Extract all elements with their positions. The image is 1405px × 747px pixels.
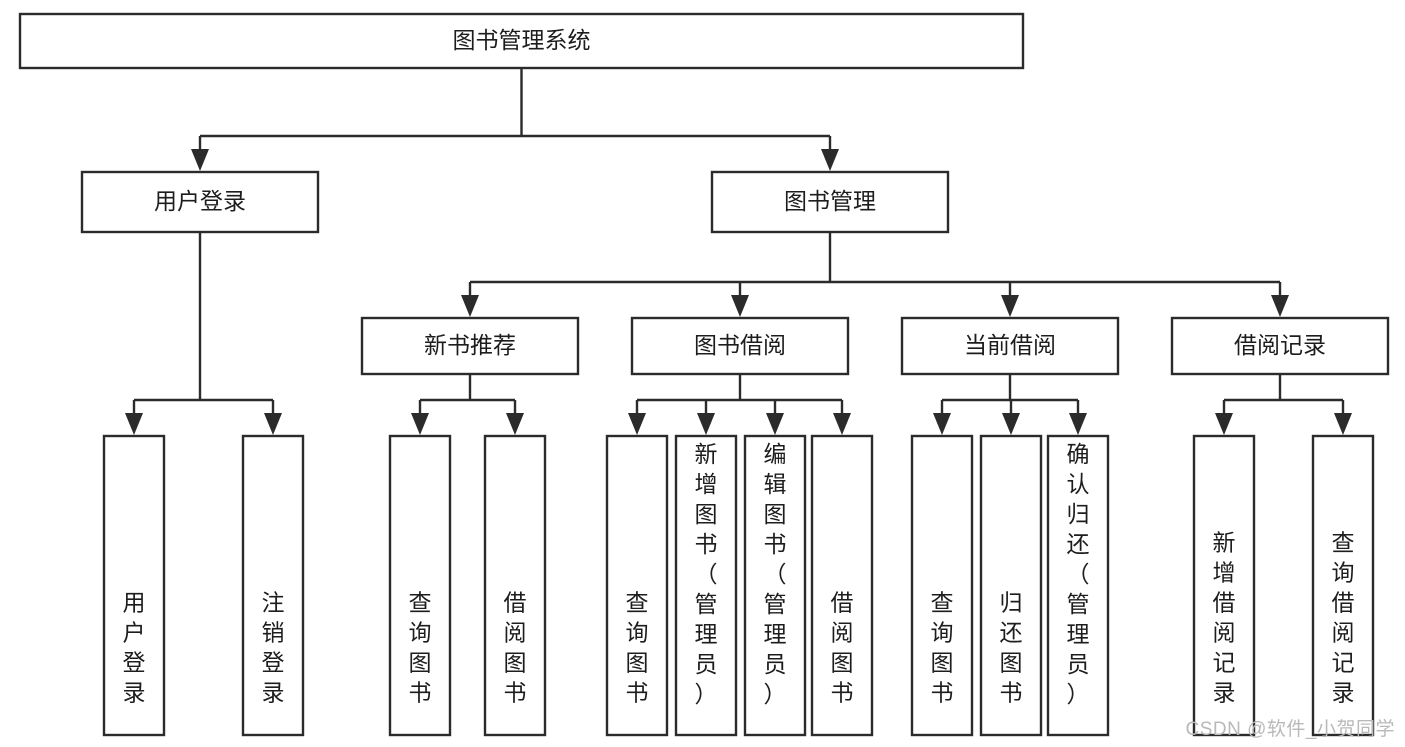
node-box-borrow-record <box>1170 316 1390 376</box>
node-box-leaf-user-logout <box>241 434 305 737</box>
arrow-head-icon <box>461 295 479 317</box>
node-label-leaf-query-book-current: 查询图书 <box>931 589 954 705</box>
arrow-head-icon <box>264 413 282 435</box>
node-box-leaf-return-book <box>979 434 1043 737</box>
node-new-book-rec[interactable]: 新书推荐 <box>360 316 580 376</box>
arrow-head-icon <box>1334 413 1352 435</box>
node-leaf-add-book[interactable]: 新增图书（管理员） <box>674 434 738 737</box>
arrow-head-icon <box>125 413 143 435</box>
node-leaf-borrow-book[interactable]: 借阅图书 <box>810 434 874 737</box>
edge-group-book-manage <box>461 232 1289 317</box>
arrow-head-icon <box>821 149 839 171</box>
node-box-new-book-rec <box>360 316 580 376</box>
node-box-leaf-user-login <box>102 434 166 737</box>
node-box-leaf-query-record <box>1311 434 1375 737</box>
arrow-head-icon <box>833 413 851 435</box>
node-root[interactable]: 图书管理系统 <box>18 12 1025 70</box>
node-box-leaf-query-book-borrow <box>605 434 669 737</box>
node-label-root: 图书管理系统 <box>453 27 591 53</box>
node-box-leaf-query-book-current <box>910 434 974 737</box>
arrow-head-icon <box>766 413 784 435</box>
node-label-leaf-confirm-return: 确认归还（管理员） <box>1067 441 1090 707</box>
node-box-leaf-add-record <box>1192 434 1256 737</box>
arrow-head-icon <box>697 413 715 435</box>
node-label-borrow-record: 借阅记录 <box>1234 332 1326 358</box>
node-leaf-edit-book[interactable]: 编辑图书（管理员） <box>743 434 807 737</box>
node-label-leaf-query-book-rec: 查询图书 <box>409 589 432 705</box>
arrow-head-icon <box>1271 295 1289 317</box>
node-leaf-user-login[interactable]: 用户登录 <box>102 434 166 737</box>
edge-group-book-borrow <box>628 374 851 435</box>
node-label-new-book-rec: 新书推荐 <box>424 332 516 358</box>
arrow-head-icon <box>1069 413 1087 435</box>
node-box-leaf-query-book-rec <box>388 434 452 737</box>
nodes-layer: 图书管理系统用户登录图书管理新书推荐图书借阅当前借阅借阅记录用户登录注销登录查询… <box>18 12 1390 737</box>
node-leaf-confirm-return[interactable]: 确认归还（管理员） <box>1046 434 1110 737</box>
node-box-user-login <box>80 170 320 234</box>
node-label-leaf-user-logout: 注销登录 <box>262 589 285 705</box>
arrow-head-icon <box>933 413 951 435</box>
node-box-leaf-confirm-return <box>1046 434 1110 737</box>
node-borrow-record[interactable]: 借阅记录 <box>1170 316 1390 376</box>
arrow-head-icon <box>1002 413 1020 435</box>
node-box-current-borrow <box>900 316 1120 376</box>
node-label-leaf-query-book-borrow: 查询图书 <box>626 589 649 705</box>
node-leaf-query-book-current[interactable]: 查询图书 <box>910 434 974 737</box>
node-leaf-query-book-rec[interactable]: 查询图书 <box>388 434 452 737</box>
node-current-borrow[interactable]: 当前借阅 <box>900 316 1120 376</box>
node-box-leaf-borrow-book-rec <box>483 434 547 737</box>
node-label-leaf-add-book: 新增图书（管理员） <box>695 441 718 707</box>
arrow-head-icon <box>191 149 209 171</box>
node-label-leaf-query-record: 查询借阅记录 <box>1332 529 1355 705</box>
arrow-head-icon <box>1001 295 1019 317</box>
arrow-head-icon <box>628 413 646 435</box>
node-box-book-borrow <box>630 316 850 376</box>
edges-layer <box>125 68 1352 435</box>
edge-group-root <box>191 68 839 171</box>
arrow-head-icon <box>731 295 749 317</box>
node-box-leaf-add-book <box>674 434 738 737</box>
node-leaf-query-record[interactable]: 查询借阅记录 <box>1311 434 1375 737</box>
node-label-leaf-user-login: 用户登录 <box>123 589 146 705</box>
edge-group-new-book-rec <box>411 374 524 435</box>
node-leaf-query-book-borrow[interactable]: 查询图书 <box>605 434 669 737</box>
node-book-borrow[interactable]: 图书借阅 <box>630 316 850 376</box>
node-box-book-manage <box>710 170 950 234</box>
node-label-leaf-add-record: 新增借阅记录 <box>1213 529 1236 705</box>
node-label-leaf-borrow-book-rec: 借阅图书 <box>504 589 527 705</box>
arrow-head-icon <box>1215 413 1233 435</box>
node-leaf-add-record[interactable]: 新增借阅记录 <box>1192 434 1256 737</box>
node-label-leaf-return-book: 归还图书 <box>1000 589 1023 705</box>
node-box-leaf-borrow-book <box>810 434 874 737</box>
node-user-login[interactable]: 用户登录 <box>80 170 320 234</box>
node-label-leaf-borrow-book: 借阅图书 <box>831 589 854 705</box>
node-box-root <box>18 12 1025 70</box>
node-leaf-borrow-book-rec[interactable]: 借阅图书 <box>483 434 547 737</box>
node-label-user-login: 用户登录 <box>154 188 246 214</box>
edge-group-current-borrow <box>933 374 1087 435</box>
edge-group-user-login <box>125 232 282 435</box>
node-label-current-borrow: 当前借阅 <box>964 332 1056 358</box>
node-book-manage[interactable]: 图书管理 <box>710 170 950 234</box>
node-leaf-user-logout[interactable]: 注销登录 <box>241 434 305 737</box>
node-label-leaf-edit-book: 编辑图书（管理员） <box>764 441 787 707</box>
node-label-book-borrow: 图书借阅 <box>694 332 786 358</box>
arrow-head-icon <box>506 413 524 435</box>
node-leaf-return-book[interactable]: 归还图书 <box>979 434 1043 737</box>
node-label-book-manage: 图书管理 <box>784 188 876 214</box>
edge-group-borrow-record <box>1215 374 1352 435</box>
arrow-head-icon <box>411 413 429 435</box>
node-box-leaf-edit-book <box>743 434 807 737</box>
